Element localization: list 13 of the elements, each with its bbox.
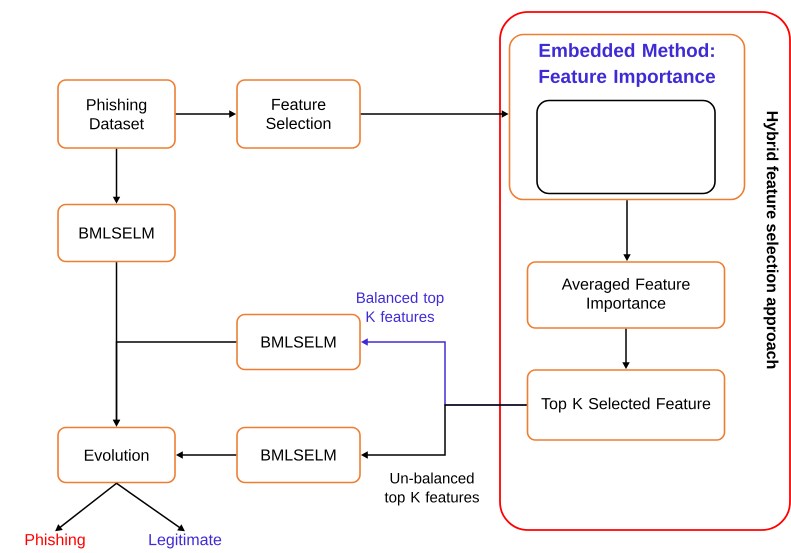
process-box: BMLSELM bbox=[57, 204, 176, 262]
process-box: Top K Selected Feature bbox=[526, 369, 726, 441]
edge-label: Un-balanced top K features bbox=[384, 472, 479, 506]
class-label: Legitimate bbox=[149, 534, 222, 548]
method-box: Embedded Method: Feature Importance bbox=[508, 34, 746, 200]
process-box: Phishing Dataset bbox=[57, 79, 176, 149]
process-box: BMLSELM bbox=[236, 426, 361, 484]
list-box bbox=[536, 100, 716, 194]
process-box: Evolution bbox=[57, 426, 176, 484]
class-label: Phishing bbox=[26, 534, 85, 548]
process-box: BMLSELM bbox=[236, 314, 361, 370]
process-box: Feature Selection bbox=[236, 79, 361, 149]
process-box: Averaged Feature Importance bbox=[526, 261, 726, 329]
